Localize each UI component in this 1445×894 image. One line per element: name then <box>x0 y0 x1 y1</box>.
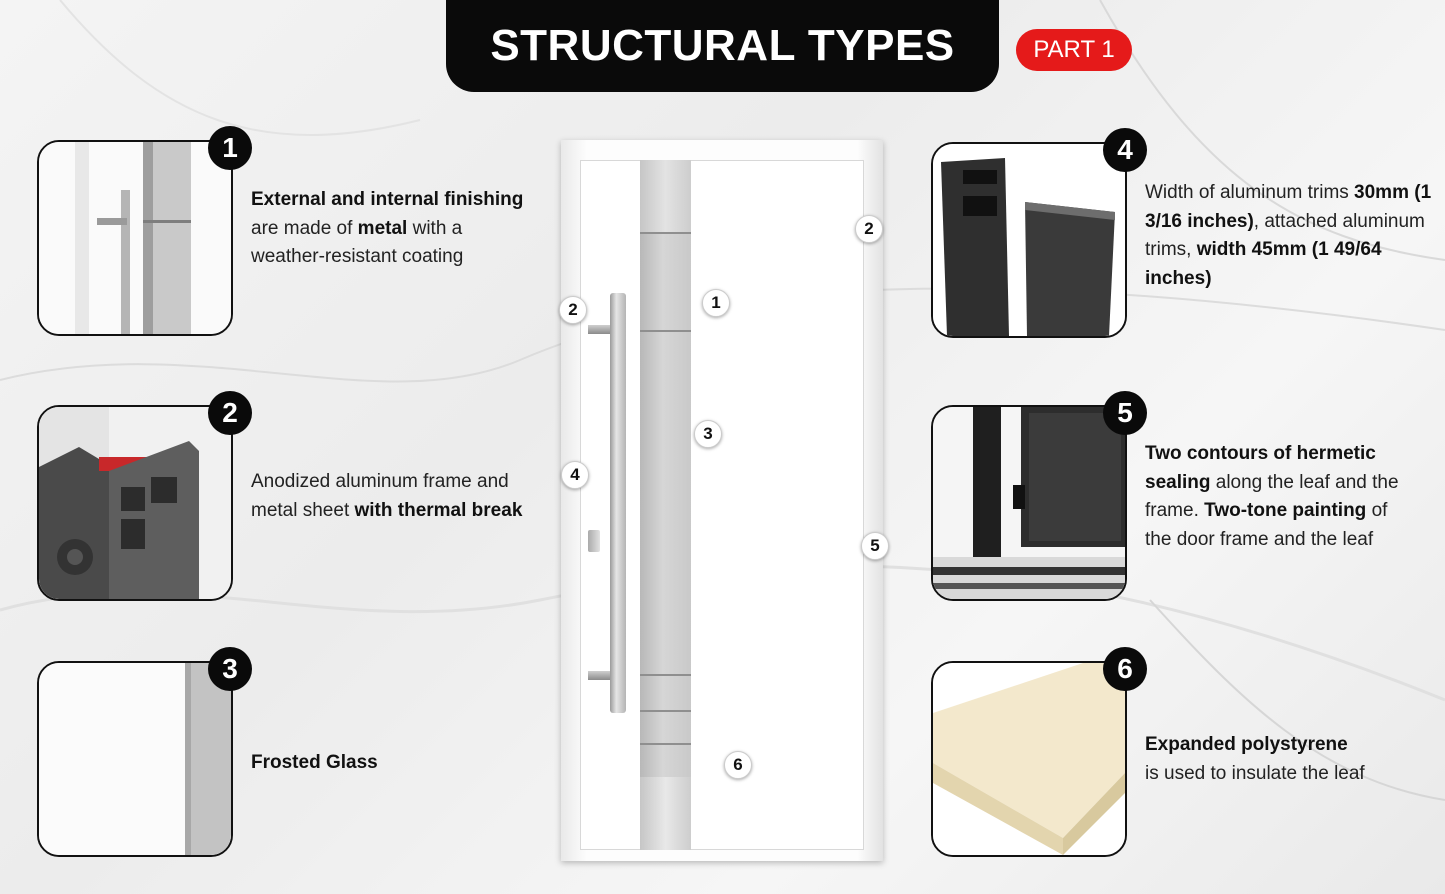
door-steel-insert-bottom <box>640 777 691 850</box>
desc-text: Width of aluminum trims <box>1145 182 1355 203</box>
page-title: STRUCTURAL TYPES <box>490 21 955 70</box>
door-groove <box>640 710 691 712</box>
door-callout-1: 1 <box>702 289 730 317</box>
door-lock <box>588 530 600 552</box>
feature-number-6: 6 <box>1103 647 1147 691</box>
feature-description-4: Width of aluminum trims 30mm (1 3/16 inc… <box>1145 179 1435 293</box>
frosted-glass-icon <box>39 663 231 855</box>
feature-description-5: Two contours of hermetic sealing along t… <box>1145 440 1415 554</box>
feature-description-2: Anodized aluminum frame and metal sheet … <box>251 468 541 525</box>
desc-bold: 30mm (1 3/16 inches) <box>1145 182 1432 232</box>
feature-number-1: 1 <box>208 126 252 170</box>
desc-bold: Two contours of hermetic sealing <box>1145 443 1376 493</box>
feature-card-3 <box>37 661 233 857</box>
door-frosted-glass <box>640 232 691 777</box>
door-callout-2-handle: 2 <box>559 296 587 324</box>
feature-card-6 <box>931 661 1127 857</box>
door-handle-arm <box>588 671 614 680</box>
door-leaf <box>580 160 864 850</box>
door-groove <box>640 743 691 745</box>
door-handle-bar <box>610 293 626 713</box>
feature-description-6: Expanded polystyrene is used to insulate… <box>1145 731 1415 788</box>
feature-description-1: External and internal finishing are made… <box>251 186 541 272</box>
feature-card-4 <box>931 142 1127 338</box>
hermetic-sealing-icon <box>933 407 1125 599</box>
desc-text: is used to insulate the leaf <box>1145 762 1365 784</box>
feature-description-3: Frosted Glass <box>251 749 541 778</box>
desc-text: with a weather-resistant coating <box>251 217 464 268</box>
thermal-break-profile-icon <box>39 407 231 599</box>
desc-bold: Expanded polystyrene <box>1145 734 1348 755</box>
feature-number-2: 2 <box>208 391 252 435</box>
door-groove <box>640 674 691 676</box>
title-banner: STRUCTURAL TYPES <box>446 0 999 92</box>
desc-bold: width 45mm (1 49/64 inches) <box>1145 239 1382 289</box>
desc-bold: External and internal finishing <box>251 189 524 210</box>
polystyrene-block-icon <box>933 663 1125 855</box>
door-callout-5: 5 <box>861 532 889 560</box>
feature-number-3: 3 <box>208 647 252 691</box>
desc-text: are made of <box>251 217 358 239</box>
door-steel-insert-top <box>640 160 691 232</box>
door-groove <box>640 232 691 234</box>
feature-card-5 <box>931 405 1127 601</box>
feature-card-2 <box>37 405 233 601</box>
desc-text: , attached aluminum trims, <box>1145 210 1425 261</box>
metal-finishing-icon <box>39 142 231 334</box>
door-callout-3: 3 <box>694 420 722 448</box>
door-callout-6: 6 <box>724 751 752 779</box>
part-badge: PART 1 <box>1016 29 1132 71</box>
door-groove <box>640 330 691 332</box>
desc-text: of the door frame and the leaf <box>1145 500 1388 550</box>
desc-bold: Two-tone painting <box>1204 500 1367 521</box>
desc-text: along the leaf and the frame. <box>1145 471 1399 522</box>
door-handle-arm <box>588 325 614 334</box>
desc-text: Anodized aluminum frame and metal sheet <box>251 471 509 521</box>
feature-card-1 <box>37 140 233 336</box>
door-callout-2-frame: 2 <box>855 215 883 243</box>
aluminum-trims-icon <box>933 144 1125 336</box>
desc-bold: metal <box>357 217 408 239</box>
feature-number-4: 4 <box>1103 128 1147 172</box>
door-callout-4: 4 <box>561 461 589 489</box>
feature-number-5: 5 <box>1103 391 1147 435</box>
desc-bold: with thermal break <box>354 499 523 521</box>
desc-bold: Frosted Glass <box>251 752 378 773</box>
